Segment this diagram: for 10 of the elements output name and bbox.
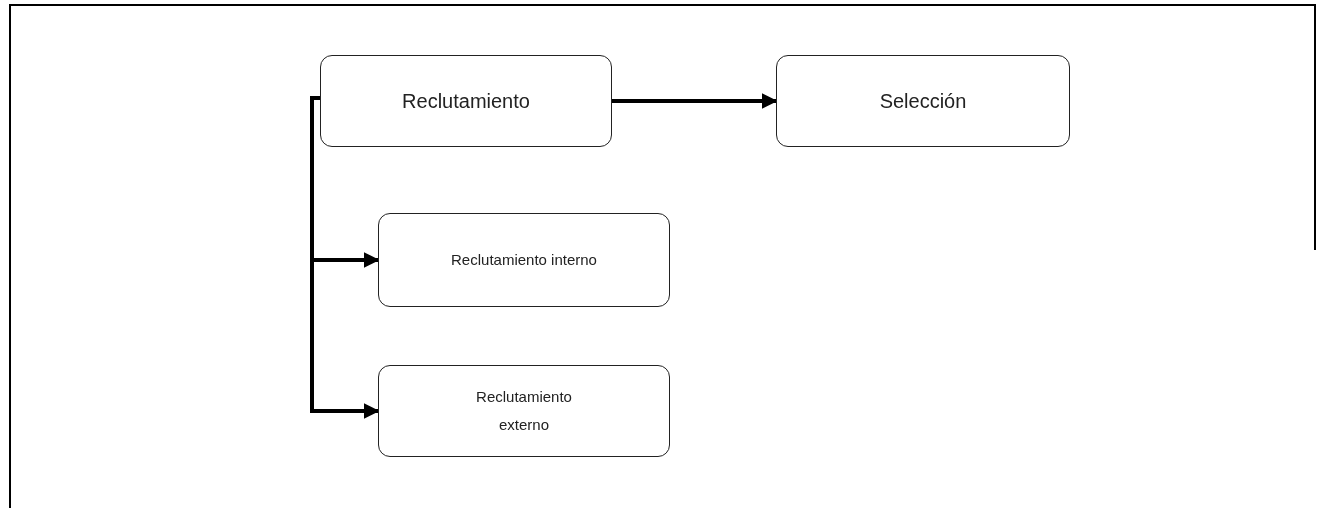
- rounded-box: [378, 213, 670, 307]
- box-label: Reclutamiento interno: [451, 249, 597, 270]
- box-label: Reclutamiento: [402, 89, 530, 113]
- arrow: [612, 93, 778, 109]
- arrow: [310, 96, 380, 419]
- rounded-box: [378, 365, 670, 457]
- rounded-box: [320, 55, 612, 147]
- rounded-box: [776, 55, 1070, 147]
- box-label: Reclutamiento externo: [475, 386, 573, 435]
- box-label: Selección: [879, 89, 967, 113]
